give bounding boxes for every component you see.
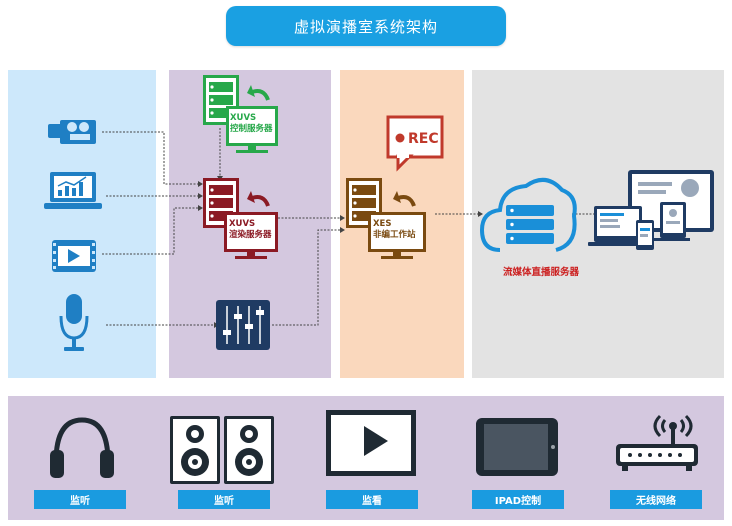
- video-file-icon: [52, 240, 96, 272]
- cloud-server-icon: [479, 178, 577, 252]
- wifi-router-icon: [616, 414, 698, 471]
- control-server-role: 控制服务器: [230, 124, 273, 134]
- rec-bubble-icon: [386, 115, 444, 172]
- connection-lines: [102, 128, 594, 326]
- tablet-icon: [476, 418, 558, 476]
- render-server-label: XUVS 渲染服务器: [229, 219, 277, 241]
- workstation-icon: [346, 178, 426, 259]
- audio-mixer-icon: [216, 300, 270, 350]
- workstation-label: XES 非编工作站: [373, 219, 425, 241]
- stream-server-label: 流媒体直播服务器: [502, 267, 579, 278]
- diagram-title: 虚拟演播室系统架构: [226, 6, 506, 46]
- monitor-play-icon: [326, 410, 416, 476]
- video-camera-icon: [48, 120, 96, 144]
- ipad-control-label: IPAD控制: [472, 490, 564, 509]
- microphone-icon: [59, 294, 89, 351]
- speakers-label: 监听: [178, 490, 270, 509]
- laptop-chart-icon: [44, 172, 102, 209]
- monitor-label: 监看: [326, 490, 418, 509]
- control-server-name: XUVS: [230, 113, 257, 123]
- workstation-role: 非编工作站: [373, 230, 416, 240]
- render-server-icon: [203, 178, 278, 259]
- headphones-label: 监听: [34, 490, 126, 509]
- render-server-role: 渲染服务器: [229, 230, 272, 240]
- client-devices-icon: [588, 170, 714, 250]
- render-server-name: XUVS: [229, 219, 256, 229]
- headphones-icon: [50, 417, 114, 478]
- control-server-icon: [203, 75, 278, 153]
- wireless-network-label: 无线网络: [610, 490, 702, 509]
- rec-label: REC: [408, 131, 439, 147]
- workstation-name: XES: [373, 219, 392, 229]
- control-server-label: XUVS 控制服务器: [230, 113, 276, 135]
- speakers-icon: [170, 416, 274, 484]
